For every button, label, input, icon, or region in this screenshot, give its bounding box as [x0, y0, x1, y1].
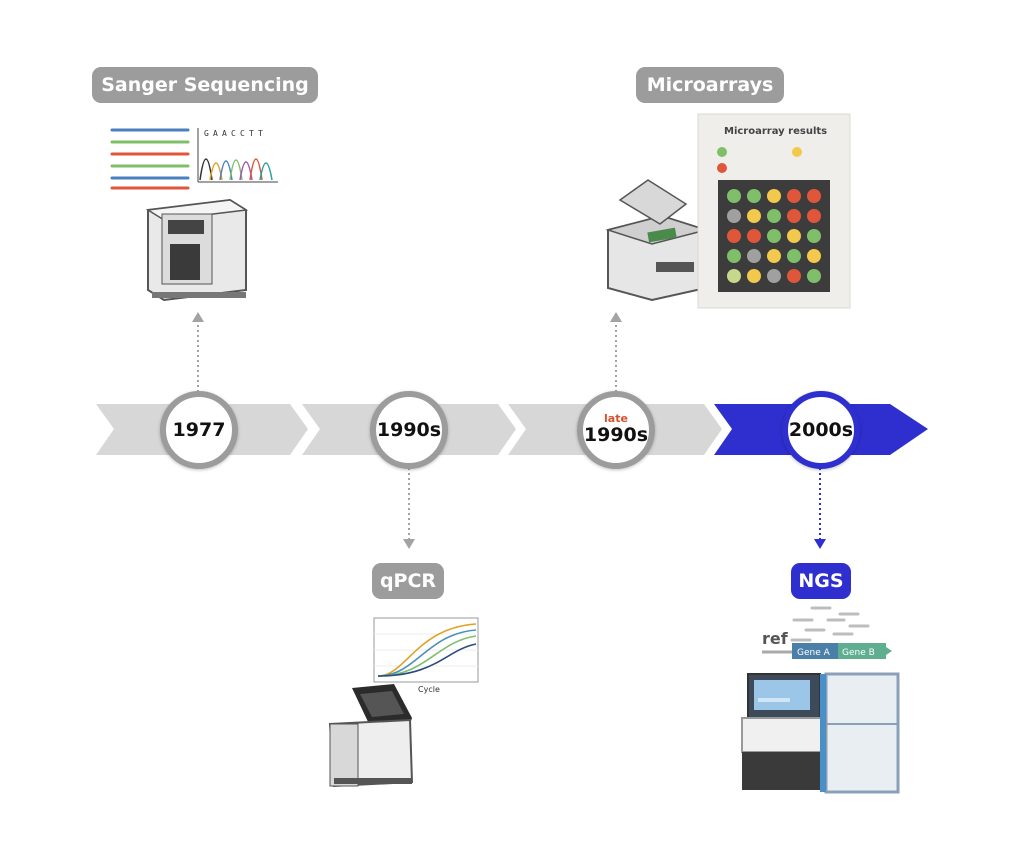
seq-letter: A — [213, 129, 218, 138]
chromatogram-icon — [197, 128, 278, 183]
ngs-illustration: ref Gene A Gene B — [741, 606, 900, 794]
sequence-letters: G A A C C T T — [204, 129, 263, 138]
gene-a-label: Gene A — [797, 648, 831, 658]
qpcr-label: qPCR — [372, 563, 444, 599]
gene-b-block — [838, 643, 886, 659]
qpcr-machine-icon — [328, 684, 414, 788]
seq-letter: C — [240, 129, 245, 138]
gene-b-label: Gene B — [842, 648, 875, 658]
scanner-icon — [605, 179, 709, 302]
ref-label: ref — [762, 629, 789, 648]
seq-letter: C — [231, 129, 236, 138]
seq-letter: T — [258, 129, 263, 138]
seq-letter: T — [249, 129, 254, 138]
sanger-illustration: G A A C C T T — [110, 128, 278, 302]
connector-arrowhead — [610, 312, 622, 322]
qpcr-illustration: Cycle — [328, 617, 479, 788]
gene-a-block — [792, 643, 838, 659]
amplification-curve-icon — [373, 617, 479, 683]
ngs-label: NGS — [791, 563, 851, 599]
microarrays-label: Microarrays — [636, 67, 784, 103]
gel-lanes-icon — [110, 128, 190, 190]
year-label: 1977 — [172, 419, 226, 441]
connector-arrowhead — [192, 312, 204, 322]
seq-letter: A — [222, 129, 227, 138]
milestone-2000s: 2000s — [782, 391, 860, 469]
microarray-illustration: Microarray results — [605, 113, 851, 309]
short-reads-icon — [790, 606, 870, 642]
year-label: 1990s — [376, 419, 442, 441]
connector-arrowhead — [814, 539, 826, 549]
dot-grid — [727, 189, 821, 283]
ngs-sequencer-icon — [741, 672, 900, 794]
year-label: 1990s — [583, 424, 649, 446]
sequencer-machine-icon — [145, 198, 249, 302]
year-label: 2000s — [788, 419, 854, 441]
microarray-results-title: Microarray results — [724, 126, 827, 137]
results-panel: Microarray results — [697, 113, 851, 309]
milestone-late-1990s: late 1990s — [577, 391, 655, 469]
cycle-axis-label: Cycle — [418, 685, 440, 694]
connector-arrowhead — [403, 539, 415, 549]
sanger-label: Sanger Sequencing — [92, 67, 318, 103]
seq-letter: G — [204, 129, 209, 138]
year-qualifier: late — [604, 412, 628, 425]
milestone-1990s: 1990s — [370, 391, 448, 469]
milestone-1977: 1977 — [160, 391, 238, 469]
